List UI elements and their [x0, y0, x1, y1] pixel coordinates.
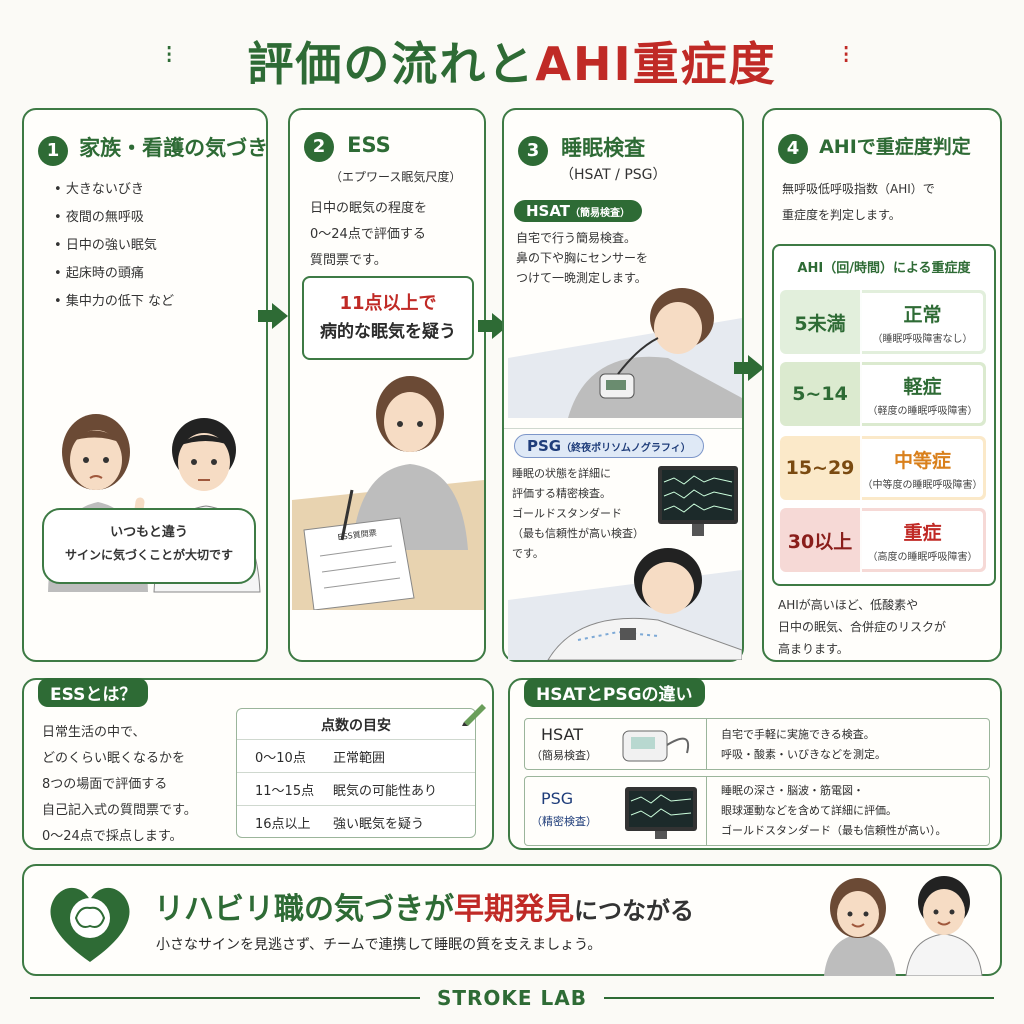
severity-desc: （軽度の睡眠呼吸障害） [867, 405, 978, 417]
monitor-icon [658, 466, 738, 536]
list-item: • 集中力の低下 など [54, 294, 174, 309]
step-subtitle: （HSAT / PSG） [560, 167, 667, 183]
arrow-right-icon [258, 303, 288, 329]
hsat-sleeping-illustration [508, 288, 742, 418]
step-title: 家族・看護の気づき [79, 136, 269, 160]
ess-info-text: 日常生活の中で、 どのくらい眠くなるかを 8つの場面で評価する 自己記入式の質問… [42, 725, 197, 844]
step-1-card: 1 家族・看護の気づき • 大きないびき • 夜間の無呼吸 • 日中の強い眠気 … [22, 108, 268, 662]
psg-monitor-icon [625, 787, 697, 839]
step-number: 3 [518, 135, 548, 166]
severity-range: 5未満 [780, 290, 862, 354]
psg-sleeping-illustration [508, 548, 742, 660]
ess-threshold-box: 11点以上で 病的な眠気を疑う [302, 276, 474, 360]
list-item: • 夜間の無呼吸 [54, 210, 144, 225]
hsat-label: HSAT（簡易検査） [514, 200, 643, 222]
footer-logo: STROKE LAB [436, 986, 588, 1010]
step-2-card: 2 ESS （エプワース眠気尺度） 日中の眠気の程度を 0～24点で評価する 質… [288, 108, 486, 662]
svg-text:ESS質問票: ESS質問票 [337, 527, 377, 542]
severity-range: 15~29 [780, 436, 862, 500]
severity-name: 軽症 [903, 375, 942, 398]
hsat-description: 自宅で行う簡易検査。 鼻の下や胸にセンサーを つけて一晩測定します。 [516, 231, 649, 285]
step-3-card: 3 睡眠検査 （HSAT / PSG） HSAT（簡易検査） 自宅で行う簡易検査… [502, 108, 744, 662]
severity-row: 15~29 中等症 （中等度の睡眠呼吸障害） [780, 436, 986, 500]
table-title: AHI（回/時間）による重症度 [797, 261, 971, 276]
psg-description: 睡眠の状態を詳細に 評価する精密検査。 ゴールドスタンダード （最も信頼性が高い… [512, 467, 644, 560]
severity-row: 5未満 正常 （睡眠呼吸障害なし） [780, 290, 986, 354]
severity-desc: （中等度の睡眠呼吸障害） [862, 479, 983, 491]
step-number: 4 [778, 133, 808, 164]
sparkle-left-icon: ⁝ [165, 40, 174, 70]
step-title: 睡眠検査 [561, 136, 646, 160]
heart-brain-icon [50, 887, 130, 962]
table-row: 0～10点正常範囲 [237, 739, 475, 773]
list-item: • 大きないびき [54, 182, 144, 197]
step-number: 1 [38, 135, 68, 166]
pencil-icon [462, 704, 486, 726]
diff-label: HSATとPSGの違い [524, 678, 705, 707]
table-row: 16点以上強い眠気を疑う [237, 805, 475, 839]
severity-name: 重症 [903, 521, 942, 544]
ahi-note: AHIが高いほど、低酸素や 日中の眠気、合併症のリスクが 高まります。 [778, 598, 947, 656]
severity-row: 30以上 重症 （高度の睡眠呼吸障害） [780, 508, 986, 572]
ess-label: ESSとは？ [38, 678, 149, 707]
list-item: • 日中の強い眠気 [54, 238, 157, 253]
ahi-description: 無呼吸低呼吸指数（AHI）で 重症度を判定します。 [782, 182, 935, 222]
staff-illustration [824, 876, 983, 976]
step-subtitle: （エプワース眠気尺度） [330, 170, 462, 184]
banner-subtext: 小さなサインを見逃さず、チームで連携して睡眠の質を支えましょう。 [156, 937, 602, 953]
psg-row: PSG （精密検査） 睡眠の深さ・脳波・筋電図・ 眼球運動などを含めて詳細に評価… [524, 776, 990, 846]
footer-line-left [30, 997, 420, 999]
score-table-title: 点数の目安 [321, 718, 391, 734]
list-item: • 起床時の頭痛 [54, 266, 144, 281]
psg-label: PSG（終夜ポリソムノグラフィ） [514, 434, 704, 458]
arrow-right-icon [734, 355, 764, 381]
hsat-psg-diff-box: HSATとPSGの違い HSAT （簡易検査） 自宅で手軽に実施できる検査。 呼… [508, 678, 1002, 850]
divider [504, 428, 742, 429]
severity-name: 中等症 [893, 449, 951, 472]
severity-desc: （高度の睡眠呼吸障害） [867, 551, 978, 563]
table-row: 11～15点眠気の可能性あり [237, 772, 475, 806]
severity-row: 5~14 軽症 （軽度の睡眠呼吸障害） [780, 362, 986, 426]
ess-info-box: ESSとは？ 日常生活の中で、 どのくらい眠くなるかを 8つの場面で評価する 自… [22, 678, 494, 850]
step-number: 2 [304, 132, 334, 162]
severity-desc: （睡眠呼吸障害なし） [872, 333, 973, 345]
severity-name: 正常 [903, 303, 942, 326]
hsat-device-icon [622, 730, 689, 762]
footer-line-right [604, 997, 994, 999]
step-title: ESS [347, 132, 391, 157]
sign-list: • 大きないびき • 夜間の無呼吸 • 日中の強い眠気 • 起床時の頭痛 • 集… [54, 176, 174, 316]
speech-bubble: いつもと違う サインに気づくことが大切です [42, 508, 256, 584]
severity-range: 30以上 [780, 508, 862, 572]
banner-headline: リハビリ職の気づきが早期発見につながる [154, 892, 694, 927]
score-rows: 0～10点正常範囲 11～15点眠気の可能性あり 16点以上強い眠気を疑う [237, 739, 475, 839]
hsat-row: HSAT （簡易検査） 自宅で手軽に実施できる検査。 呼吸・酸素・いびきなどを測… [524, 718, 990, 770]
sparkle-right-icon: ⁝ [842, 40, 851, 70]
page-title: 評価の流れとAHI重症度 [247, 37, 777, 91]
score-table: 点数の目安 0～10点正常範囲 11～15点眠気の可能性あり 16点以上強い眠気… [236, 708, 476, 838]
questionnaire-illustration: ESS質問票 [292, 376, 484, 610]
severity-range: 5~14 [780, 362, 862, 426]
ess-description: 日中の眠気の程度を 0～24点で評価する 質問票です。 [310, 201, 428, 268]
bottom-banner: リハビリ職の気づきが早期発見につながる 小さなサインを見逃さず、チームで連携して… [22, 864, 1002, 976]
step-title: AHIで重症度判定 [819, 136, 971, 158]
